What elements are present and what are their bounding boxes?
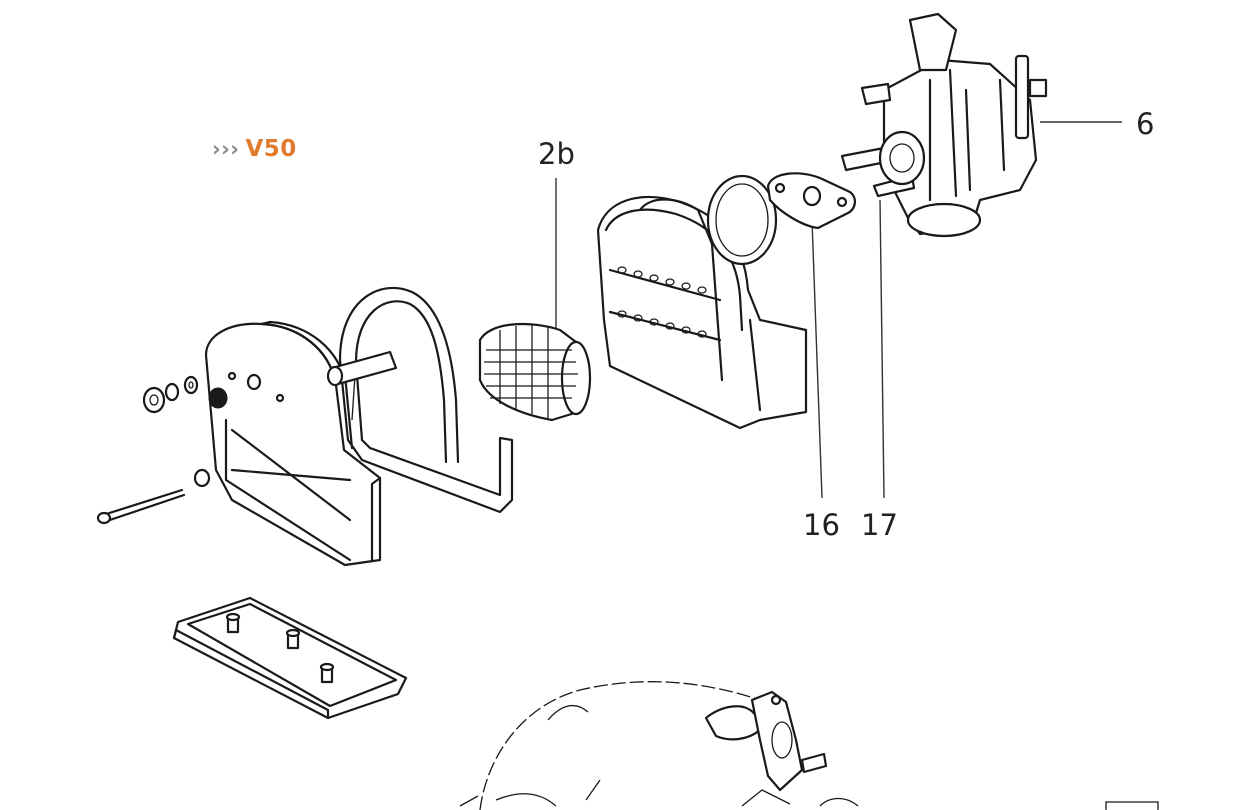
filter-tray	[172, 596, 408, 720]
model-tag: ›››V50	[212, 136, 297, 162]
cotter-pin	[96, 488, 186, 525]
flange-gasket	[766, 172, 856, 230]
callout-17: 17	[861, 508, 898, 542]
nuts-washers	[142, 375, 211, 488]
fuel-tank-outline	[459, 681, 859, 810]
chevrons-icon: ›››	[212, 137, 240, 161]
corner-mark	[1105, 801, 1159, 810]
carburetor	[840, 12, 1048, 238]
callout-2b: 2b	[538, 137, 575, 171]
callout-6: 6	[1136, 107, 1155, 141]
leader-16	[811, 219, 823, 499]
leader-lines	[555, 121, 1122, 499]
side-cover-plate	[204, 320, 382, 567]
model-label: V50	[245, 136, 297, 162]
mesh-filter-element	[478, 322, 592, 422]
leader-17	[879, 199, 885, 499]
callout-16: 16	[803, 508, 840, 542]
air-filter-housing	[596, 174, 808, 430]
dowel-pin	[326, 350, 398, 387]
